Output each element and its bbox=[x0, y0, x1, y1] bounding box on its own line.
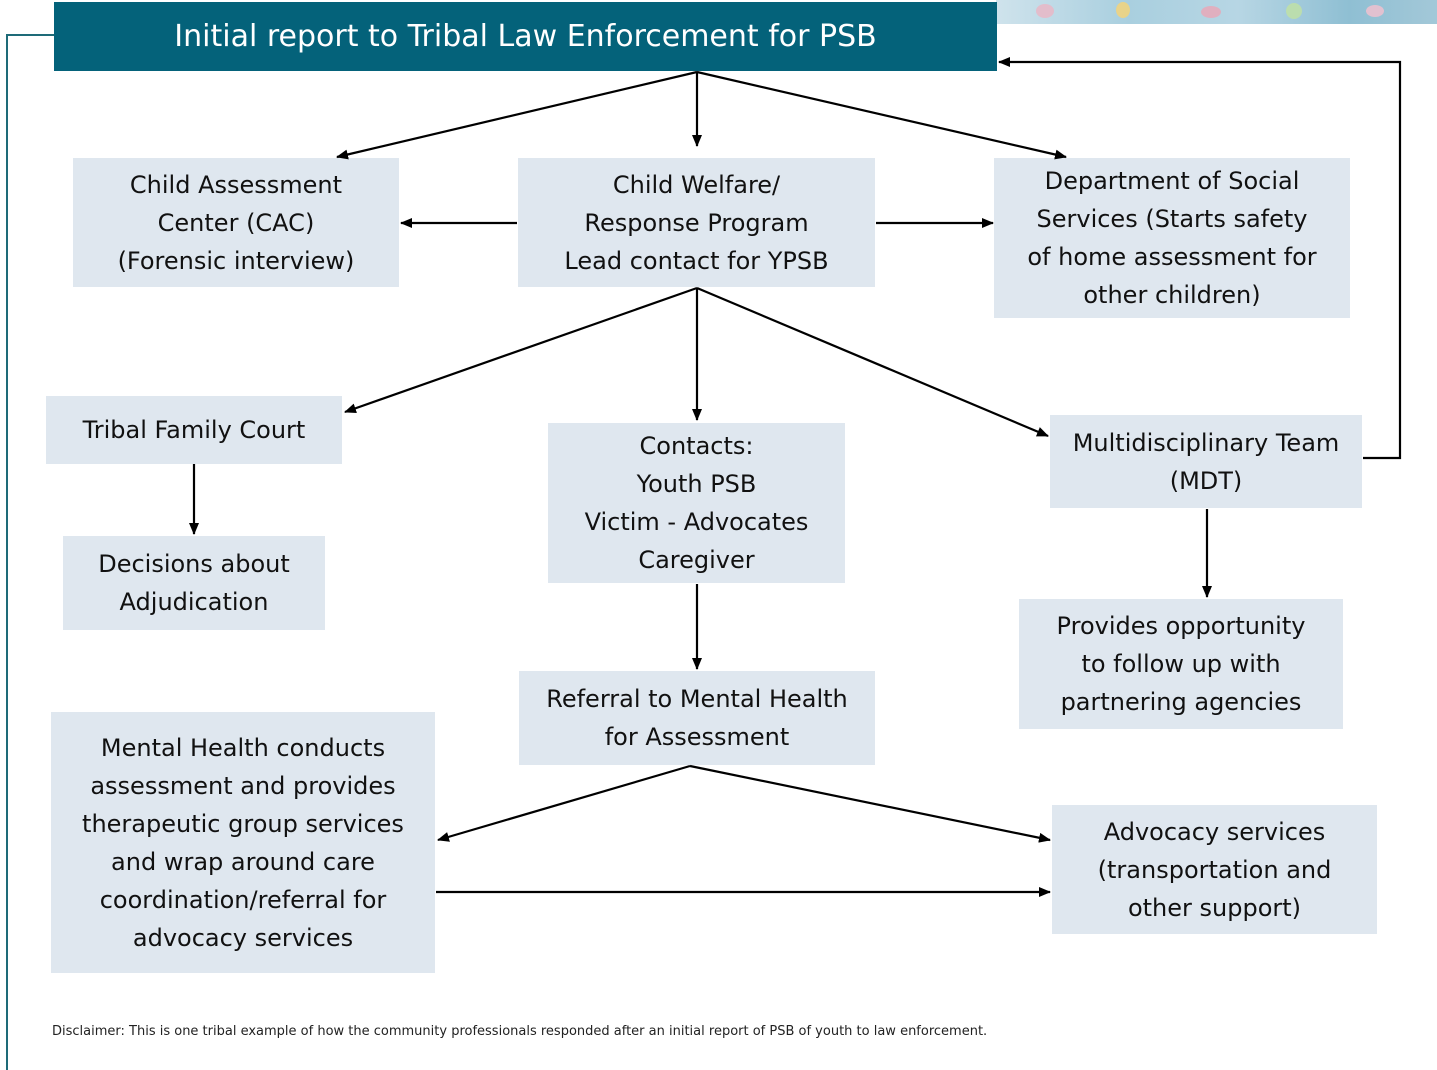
node-line: Referral to Mental Health bbox=[546, 685, 848, 713]
node-mental-health-text: Mental Health conducts assessment and pro… bbox=[82, 729, 404, 957]
node-mental-health: Mental Health conducts assessment and pro… bbox=[51, 712, 435, 973]
node-line: advocacy services bbox=[132, 923, 354, 952]
arrow-welfare-to-family-court bbox=[344, 286, 698, 414]
arrow-header-to-cac bbox=[336, 70, 698, 160]
node-referral-mental-health: Referral to Mental Health for Assessment bbox=[519, 671, 875, 765]
node-line: for Assessment bbox=[604, 723, 790, 751]
node-line: (transportation and bbox=[1097, 855, 1332, 884]
node-line: Adjudication bbox=[119, 588, 269, 616]
frame-left-border bbox=[6, 34, 8, 1070]
node-line: (MDT) bbox=[1169, 466, 1243, 495]
node-line: partnering agencies bbox=[1060, 688, 1302, 716]
arrow-referral-to-advocacy bbox=[689, 764, 1051, 843]
arrow-mdt-feedback-to-header bbox=[998, 57, 1402, 460]
node-line: Services (Starts safety bbox=[1036, 205, 1308, 233]
node-advocacy-services: Advocacy services (transportation and othe… bbox=[1052, 805, 1377, 934]
header-initial-report: Initial report to Tribal Law Enforcement… bbox=[54, 2, 997, 71]
node-advocacy-text: Advocacy services (transportation and othe… bbox=[1098, 813, 1332, 927]
disclaimer-text: Disclaimer: This is one tribal example o… bbox=[52, 1024, 988, 1039]
node-line: Response Program bbox=[584, 208, 809, 237]
header-title: Initial report to Tribal Law Enforcement… bbox=[174, 18, 877, 54]
node-line: Child Assessment bbox=[129, 170, 343, 199]
node-mdt-text: Multidisciplinary Team (MDT) bbox=[1073, 424, 1340, 500]
node-line: assessment and provides bbox=[90, 771, 396, 800]
node-line: Youth PSB bbox=[636, 470, 757, 498]
node-family-court-text: Tribal Family Court bbox=[83, 411, 306, 449]
node-line: to follow up with bbox=[1081, 650, 1281, 678]
node-line: Center (CAC) bbox=[157, 208, 315, 237]
node-mdt: Multidisciplinary Team (MDT) bbox=[1050, 415, 1362, 508]
decorative-floral-banner bbox=[996, 0, 1437, 24]
node-line: coordination/referral for bbox=[99, 885, 387, 914]
node-line: Multidisciplinary Team bbox=[1072, 428, 1340, 457]
arrow-welfare-to-mdt bbox=[696, 286, 1049, 438]
node-referral-text: Referral to Mental Health for Assessment bbox=[546, 680, 848, 756]
node-line: Child Welfare/ bbox=[612, 170, 781, 199]
node-line: other children) bbox=[1083, 281, 1261, 309]
node-line: Victim - Advocates bbox=[584, 508, 809, 536]
node-line: Advocacy services bbox=[1103, 817, 1326, 846]
node-line: Caregiver bbox=[638, 546, 755, 574]
node-line: Department of Social bbox=[1044, 167, 1300, 195]
node-line: Provides opportunity bbox=[1056, 612, 1306, 640]
node-tribal-family-court: Tribal Family Court bbox=[46, 396, 342, 464]
node-line: (Forensic interview) bbox=[117, 246, 355, 275]
node-line: other support) bbox=[1127, 893, 1302, 922]
node-line: Lead contact for YPSB bbox=[564, 246, 829, 275]
node-line: and wrap around care bbox=[111, 847, 375, 876]
node-line: Contacts: bbox=[639, 432, 754, 460]
node-line: of home assessment for bbox=[1027, 243, 1317, 271]
node-follow-up-text: Provides opportunity to follow up with par… bbox=[1057, 607, 1306, 721]
frame-top-border bbox=[6, 34, 56, 36]
arrow-referral-to-mental-health bbox=[437, 764, 691, 842]
node-line: Tribal Family Court bbox=[82, 416, 306, 444]
arrow-header-to-social-services bbox=[696, 70, 1067, 160]
node-line: Mental Health conducts bbox=[100, 733, 386, 762]
node-follow-up: Provides opportunity to follow up with par… bbox=[1019, 599, 1343, 729]
node-line: Decisions about bbox=[98, 550, 290, 578]
node-line: therapeutic group services bbox=[82, 809, 404, 838]
